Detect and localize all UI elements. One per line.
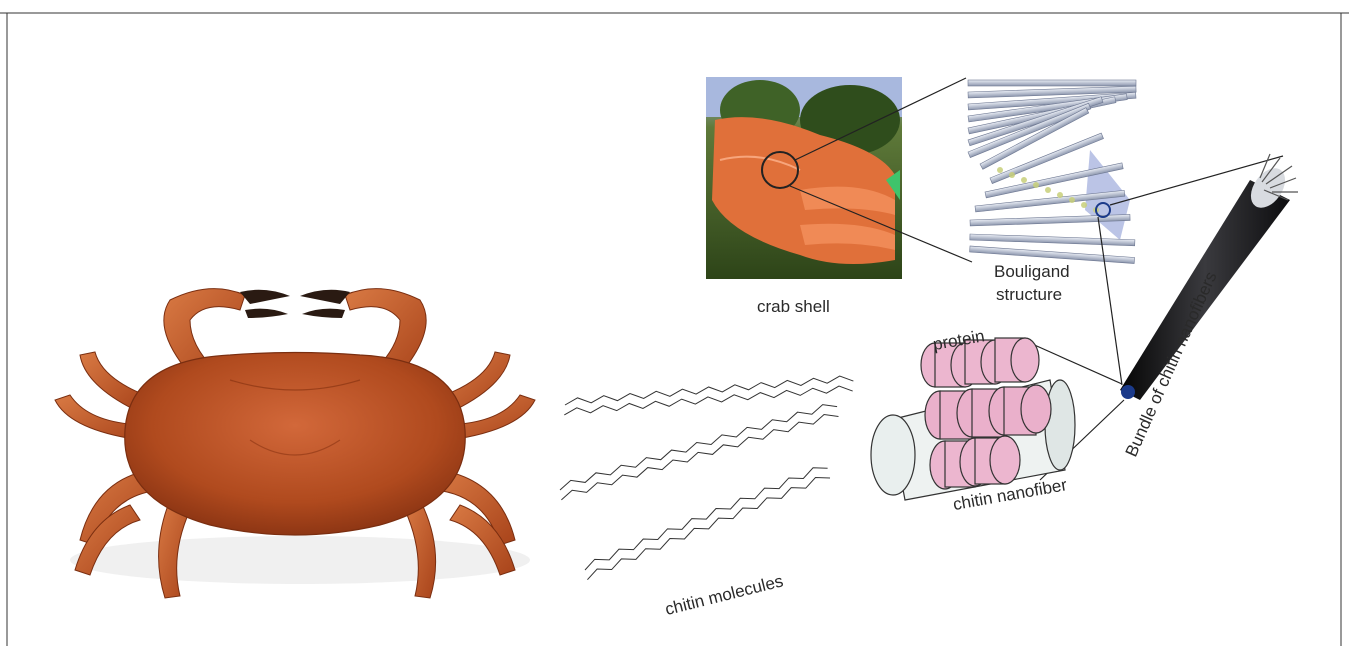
label-bouligand-2: structure (996, 285, 1062, 305)
crab-illustration (55, 289, 535, 598)
chitin-molecules (553, 357, 853, 580)
bouligand-structure (968, 80, 1136, 263)
crab-shell-photo (706, 77, 902, 279)
bundle-zoom-circle (1121, 385, 1135, 399)
label-crab-shell: crab shell (757, 297, 830, 317)
label-bouligand-1: Bouligand (994, 262, 1070, 282)
